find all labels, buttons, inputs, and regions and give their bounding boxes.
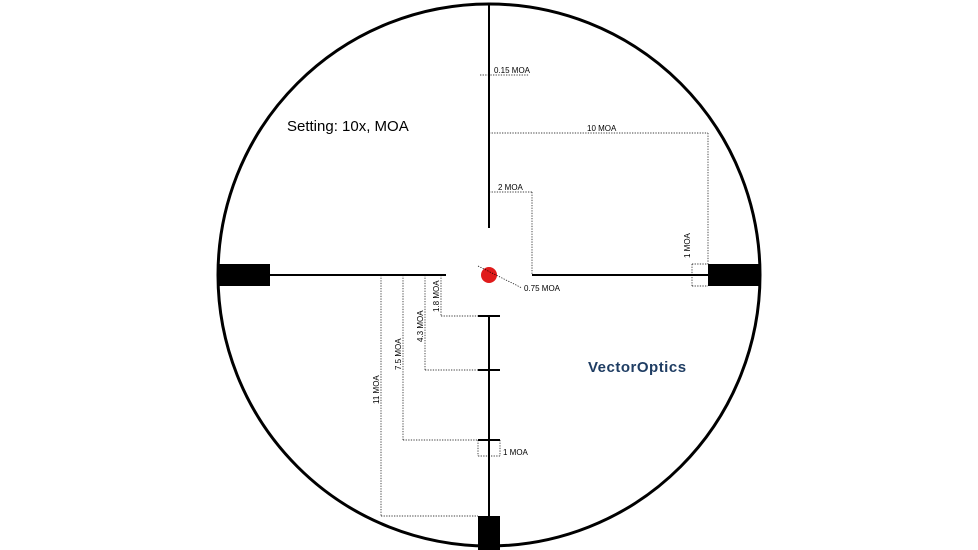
hash-2-dimension: 4.3 MOA [416, 275, 478, 371]
hash-3-label: 7.5 MOA [394, 338, 403, 370]
brand-suffix: Optics [637, 359, 687, 376]
hash-1-label: 1.8 MOA [432, 280, 441, 312]
line-width-dimension: 0.15 MOA [480, 66, 531, 76]
post-distance-dimension: 10 MOA [489, 124, 709, 264]
dot-size-label: 0.75 MOA [524, 284, 561, 293]
hash-3-dimension: 7.5 MOA [394, 275, 478, 441]
hash-2-label: 4.3 MOA [416, 310, 425, 342]
hash-1-dimension: 1.8 MOA [432, 274, 478, 317]
line-width-label: 0.15 MOA [494, 66, 531, 75]
dot-size-dimension: 0.75 MOA [477, 265, 561, 293]
center-red-dot [481, 267, 497, 283]
bottom-post [478, 516, 500, 550]
left-post [218, 264, 270, 286]
post-thickness-dimension: 1 MOA [683, 232, 708, 287]
hash-width-label: 1 MOA [503, 448, 529, 457]
setting-label: Setting: 10x, MOA [287, 118, 409, 135]
brand-prefix: Vector [588, 359, 637, 376]
center-gap-label: 2 MOA [498, 183, 524, 192]
post-distance-label: 10 MOA [587, 124, 617, 133]
hash-width-dimension: 1 MOA [477, 440, 529, 457]
post-thickness-label: 1 MOA [683, 232, 692, 258]
hash-4-label: 11 MOA [372, 375, 381, 404]
brand-logo: VectorOptics [588, 359, 687, 376]
right-post [708, 264, 760, 286]
center-gap-dimension: 2 MOA [489, 183, 533, 275]
hash-4-dimension: 11 MOA [372, 275, 478, 517]
